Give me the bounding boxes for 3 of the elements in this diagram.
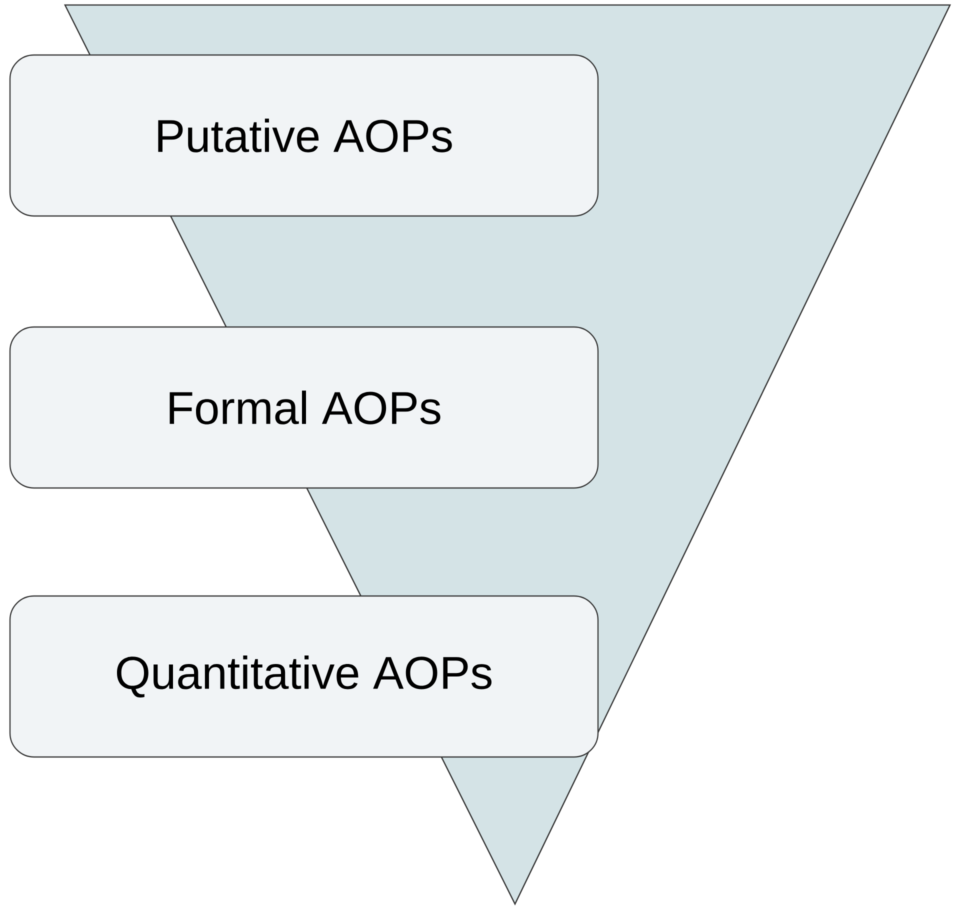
stage-box: Putative AOPs bbox=[9, 54, 599, 217]
stage-box: Quantitative AOPs bbox=[9, 595, 599, 758]
stage-box: Formal AOPs bbox=[9, 326, 599, 489]
